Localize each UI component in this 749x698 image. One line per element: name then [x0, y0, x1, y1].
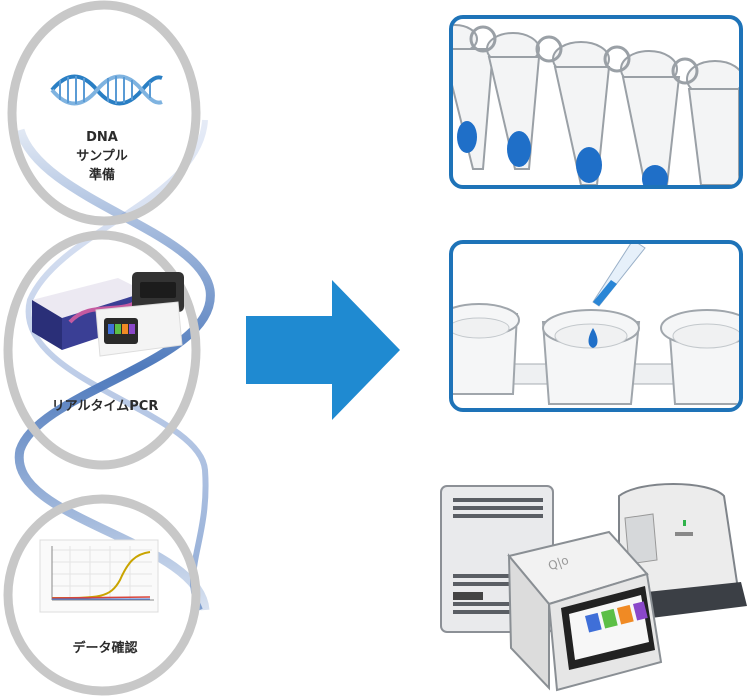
step-label-prep: DNA サンプル 準備	[54, 128, 150, 185]
pcr-tubes-image	[453, 24, 739, 185]
flow-arrow-icon	[246, 280, 400, 420]
step-label-pcr: リアルタイムPCR	[51, 399, 159, 414]
instrument-front	[507, 530, 663, 692]
tube-strip-panel	[449, 15, 743, 189]
helix-blue-strand-2	[25, 119, 209, 612]
step-label-prep-line3: 準備	[88, 168, 115, 183]
step-label-check: データ確認	[72, 641, 138, 656]
step-label-prep-line1: DNA	[86, 130, 118, 145]
amplification-chart-image	[39, 539, 159, 613]
dna-icon	[50, 74, 163, 106]
helix-loop-top	[7, 0, 201, 226]
instruments-image	[440, 483, 747, 692]
helix-loop-middle	[3, 230, 201, 470]
step-label-prep-line2: サンプル	[76, 149, 128, 164]
pipette-wells-image	[453, 244, 739, 405]
helix-loop-bottom	[3, 494, 201, 696]
double-helix	[3, 0, 215, 696]
pcr-instrument-image	[32, 272, 184, 357]
instrument-right	[609, 483, 747, 622]
pipette-panel	[449, 240, 743, 412]
